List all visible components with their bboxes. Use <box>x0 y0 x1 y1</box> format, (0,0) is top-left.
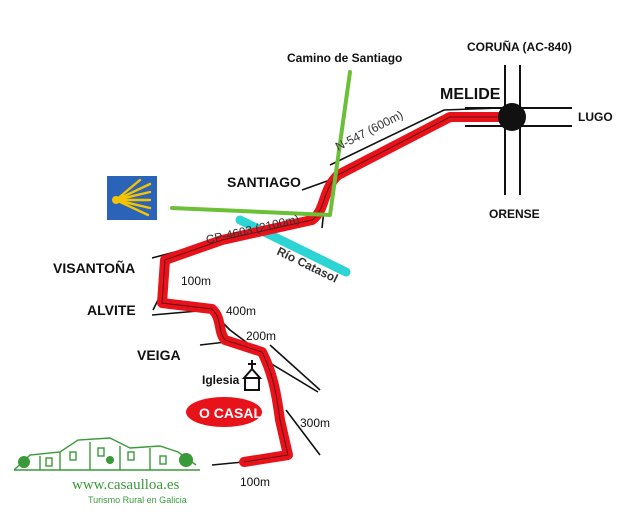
veiga-label: VEIGA <box>137 347 181 363</box>
distance-label: 400m <box>226 304 256 318</box>
orense-label: ORENSE <box>489 207 540 221</box>
lugo-label: LUGO <box>578 110 613 124</box>
camino-path <box>170 70 352 217</box>
melide-roundabout <box>498 103 526 131</box>
melide-label: MELIDE <box>440 86 501 103</box>
santiago-label: SANTIAGO <box>227 174 301 190</box>
o-casal-badge <box>186 397 262 427</box>
visantona-label: VISANTOÑA <box>53 259 135 276</box>
camino-shell-icon <box>107 176 157 220</box>
alvite-label: ALVITE <box>87 302 136 318</box>
camino-label: Camino de Santiago <box>287 51 402 65</box>
logo-tagline: Turismo Rural en Galicia <box>88 495 187 505</box>
coruna-label: CORUÑA (AC-840) <box>467 39 572 54</box>
route-outline <box>161 116 508 463</box>
crossroads-roads <box>465 65 572 195</box>
iglesia-label: Iglesia <box>202 373 240 387</box>
distance-label: 100m <box>181 274 211 288</box>
logo-site: www.casaulloa.es <box>72 477 179 493</box>
distance-label: 200m <box>246 329 276 343</box>
distance-label: 300m <box>300 416 330 430</box>
casaulloa-logo: www.casaulloa.es Turismo Rural en Galici… <box>13 437 200 505</box>
distance-label: 100m <box>240 475 270 489</box>
church-icon <box>241 360 263 391</box>
o-casal-label: O CASAL <box>199 405 262 421</box>
